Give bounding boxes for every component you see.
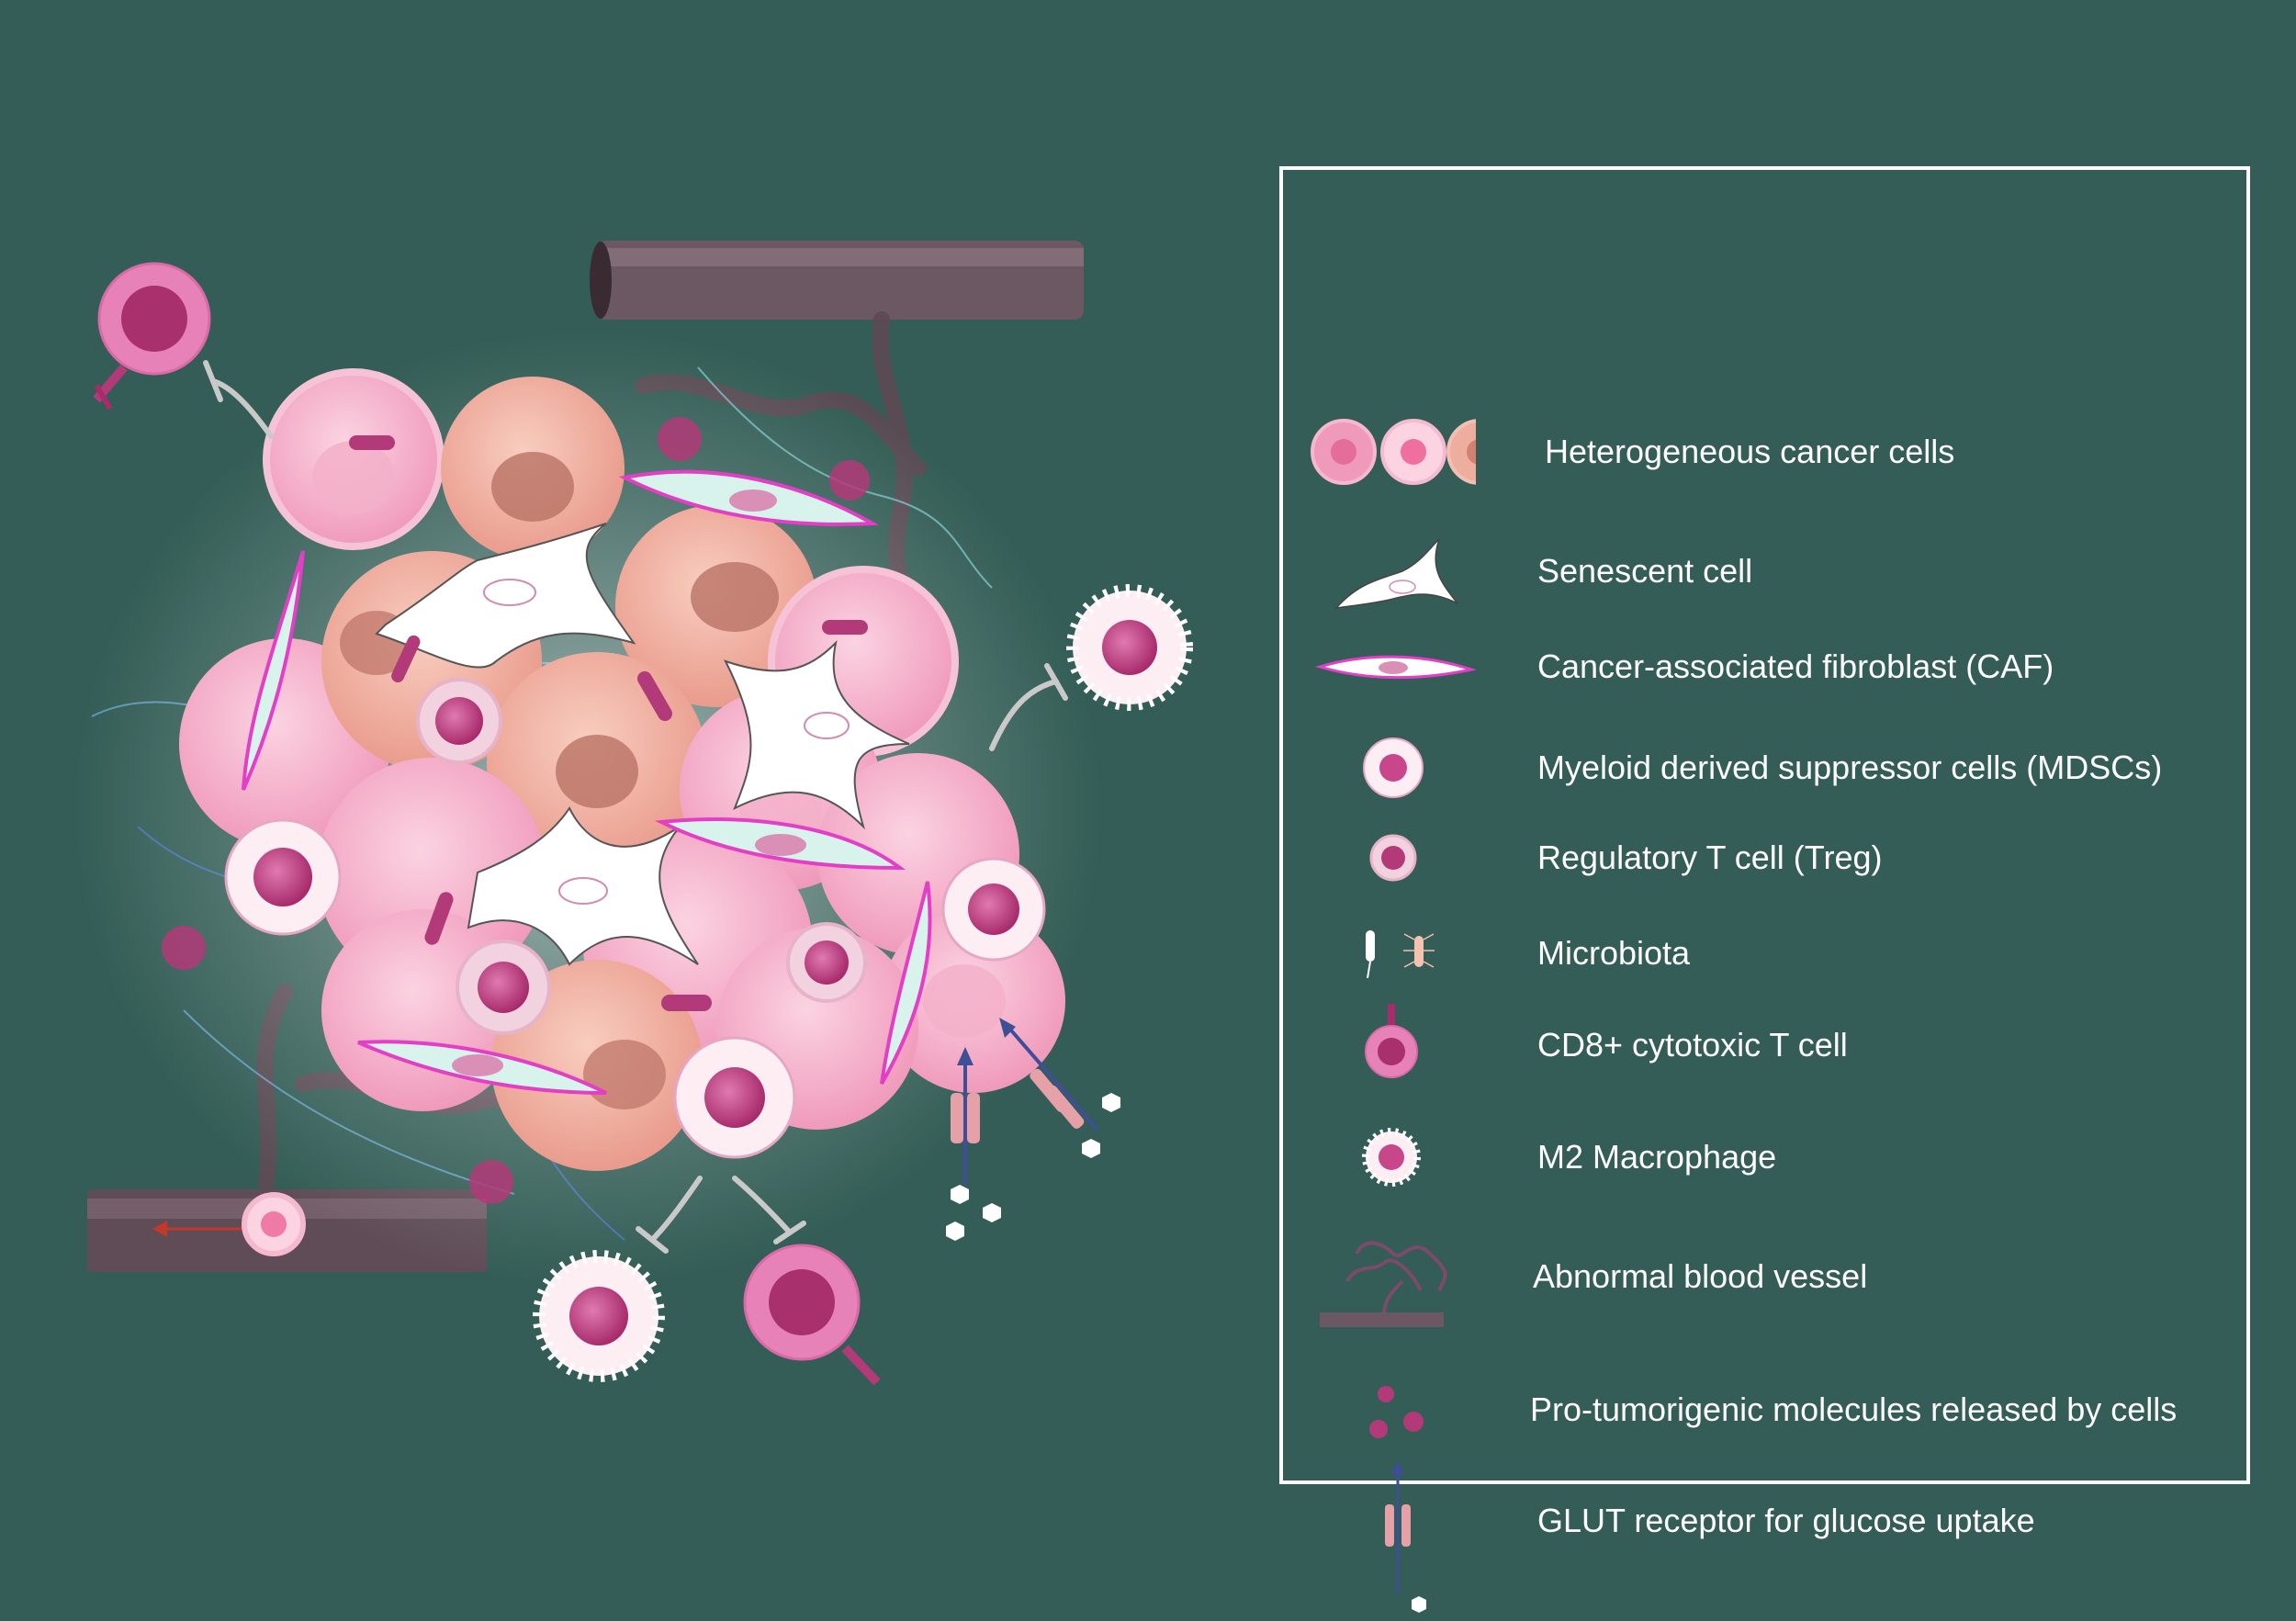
legend-item-pro-tumorigenic-molecules: Pro-tumorigenic molecules released by ce… bbox=[1283, 1368, 2247, 1451]
m2-macrophage-icon bbox=[1362, 1128, 1421, 1187]
cd8-t-cell-suppressed bbox=[743, 1244, 881, 1386]
legend-label: CD8+ cytotoxic T cell bbox=[1537, 1026, 1848, 1064]
mdsc bbox=[941, 857, 1046, 962]
caf bbox=[618, 469, 879, 526]
legend-item-glut-receptor: GLUT receptor for glucose uptake bbox=[1283, 1460, 2247, 1621]
m2-macrophage bbox=[533, 1250, 665, 1382]
glucose-molecules bbox=[946, 1093, 1120, 1241]
legend-item-m2-macrophage: M2 Macrophage bbox=[1283, 1116, 2247, 1199]
legend-label: Myeloid derived suppressor cells (MDSCs) bbox=[1537, 749, 2163, 786]
mdsc-icon bbox=[1363, 737, 1424, 798]
caf bbox=[357, 1040, 607, 1095]
tumor-microenvironment-diagram bbox=[73, 241, 1193, 1386]
pro-tumorigenic-molecules bbox=[162, 417, 870, 1204]
legend-item-senescent-cell: Senescent cell bbox=[1283, 530, 2247, 613]
microbiota bbox=[349, 435, 868, 1011]
legend-item-microbiota: Microbiota bbox=[1283, 912, 2247, 995]
legend-panel: Heterogeneous cancer cells Senescent cel… bbox=[1279, 166, 2250, 1613]
m2-macrophage bbox=[1066, 584, 1193, 711]
cd8-t-cell-icon bbox=[1365, 1004, 1418, 1078]
legend-label: Pro-tumorigenic molecules released by ce… bbox=[1530, 1390, 2178, 1428]
legend-label: Senescent cell bbox=[1537, 552, 1753, 590]
legend-label: Heterogeneous cancer cells bbox=[1545, 433, 1955, 470]
legend-item-cd8-t-cell: CD8+ cytotoxic T cell bbox=[1283, 1004, 2247, 1086]
blood-vessel-top bbox=[590, 241, 1084, 320]
legend-item-mdsc: Myeloid derived suppressor cells (MDSCs) bbox=[1283, 726, 2247, 809]
treg bbox=[416, 678, 502, 764]
legend-item-treg: Regulatory T cell (Treg) bbox=[1283, 816, 2247, 899]
glut-receptors bbox=[951, 1018, 1099, 1185]
senescent-cell bbox=[467, 806, 699, 966]
mdsc bbox=[673, 1036, 796, 1159]
senescent-cell bbox=[724, 639, 910, 830]
treg bbox=[456, 940, 551, 1035]
abnormal-blood-vessel-icon bbox=[1320, 1241, 1447, 1327]
legend-label: GLUT receptor for glucose uptake bbox=[1537, 1502, 2035, 1539]
legend-item-caf: Cancer-associated fibroblast (CAF) bbox=[1283, 625, 2247, 708]
cd8-t-cell-suppressed bbox=[93, 262, 211, 411]
cancer-cells-icon bbox=[1311, 419, 1476, 485]
caf bbox=[654, 817, 906, 871]
treg-icon bbox=[1369, 834, 1417, 882]
caf bbox=[880, 881, 932, 1085]
legend-label: Cancer-associated fibroblast (CAF) bbox=[1537, 647, 2054, 685]
senescent-cell-icon bbox=[1334, 538, 1458, 610]
caf-icon bbox=[1314, 655, 1476, 680]
treg bbox=[786, 922, 867, 1003]
pro-tumorigenic-molecules-icon bbox=[1369, 1386, 1424, 1438]
microbiota-icon bbox=[1366, 930, 1435, 979]
glut-receptor-icon bbox=[1385, 1460, 1426, 1613]
legend-label: Abnormal blood vessel bbox=[1533, 1257, 1868, 1295]
legend-item-cancer-cells: Heterogeneous cancer cells bbox=[1283, 411, 2247, 493]
legend-label: M2 Macrophage bbox=[1537, 1138, 1777, 1176]
caf bbox=[242, 550, 305, 791]
legend-label: Microbiota bbox=[1537, 934, 1691, 972]
mdsc bbox=[224, 818, 342, 936]
legend-item-abnormal-blood-vessel: Abnormal blood vessel bbox=[1283, 1226, 2247, 1327]
legend-label: Regulatory T cell (Treg) bbox=[1537, 839, 1883, 876]
inhibition-arrows bbox=[203, 360, 1068, 1254]
senescent-cell bbox=[375, 523, 636, 669]
